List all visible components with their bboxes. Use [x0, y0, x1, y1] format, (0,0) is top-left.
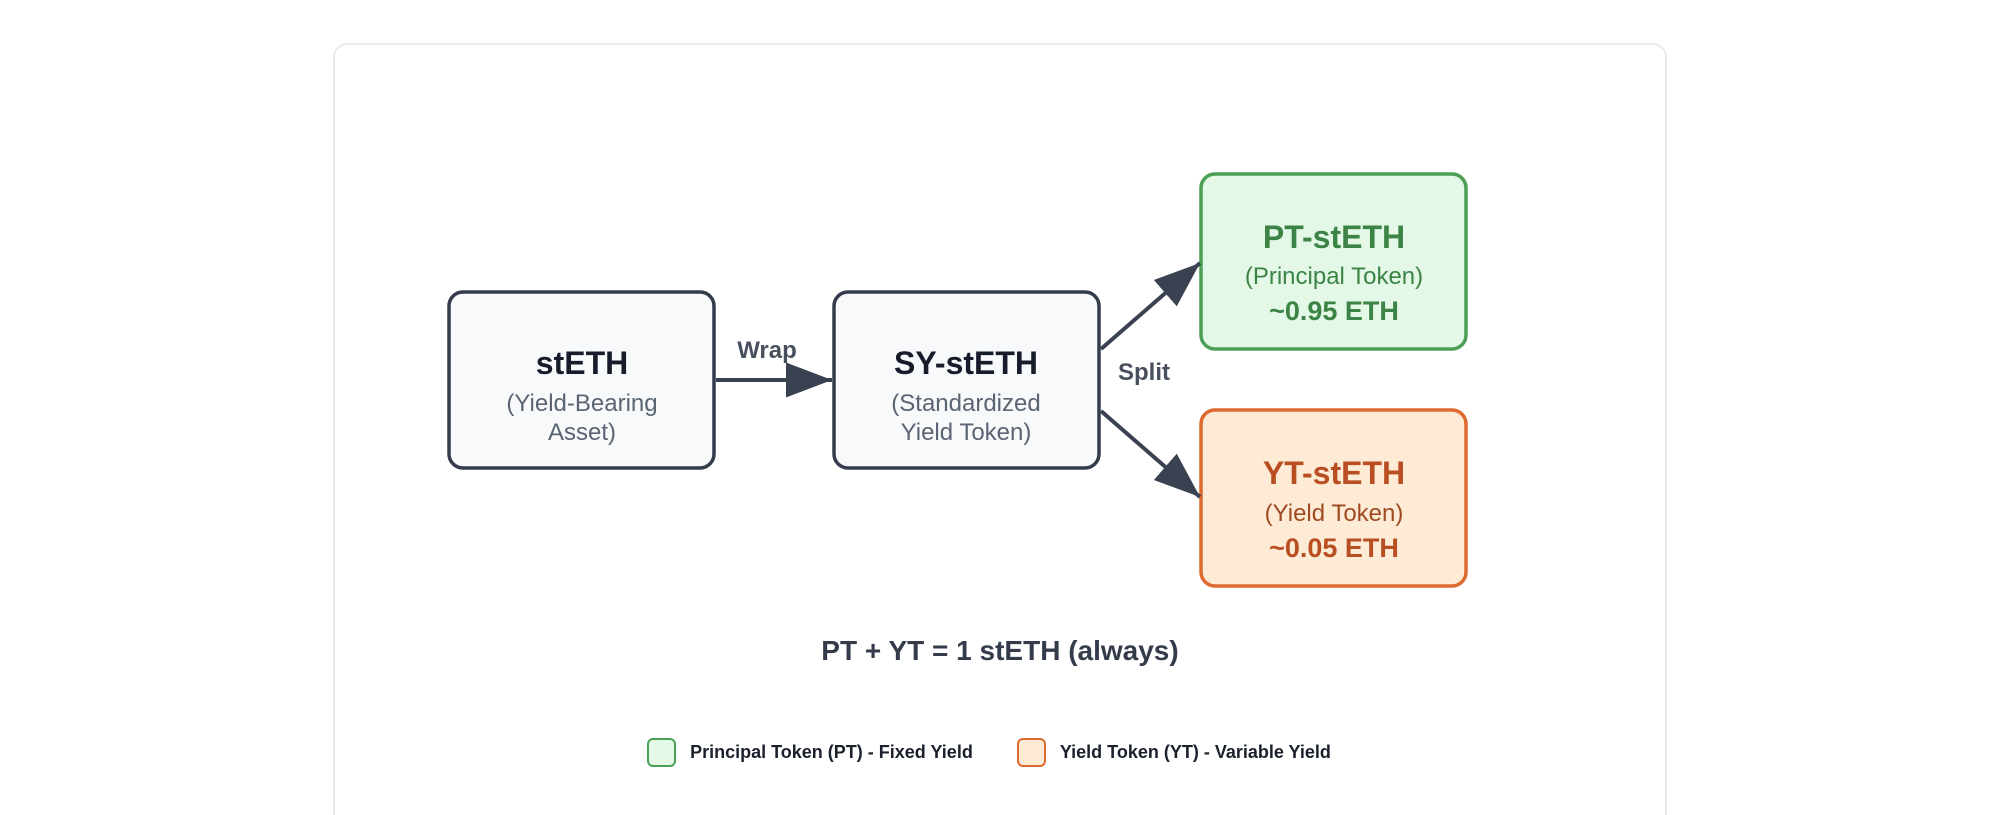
node-sy-steth: SY-stETH (Standardized Yield Token): [832, 290, 1101, 470]
node-steth-title: stETH: [536, 345, 628, 381]
wrap-label: Wrap: [737, 337, 797, 364]
node-sy-steth-subtitle-line2: Yield Token): [901, 419, 1032, 446]
node-pt-steth: PT-stETH (Principal Token) ~0.95 ETH: [1199, 172, 1468, 351]
split-label: Split: [1118, 359, 1170, 386]
legend-swatch-pt: [647, 738, 677, 767]
node-steth: stETH (Yield-Bearing Asset): [447, 290, 716, 470]
node-pt-steth-title: PT-stETH: [1263, 219, 1405, 255]
legend-label-yt: Yield Token (YT) - Variable Yield: [1059, 742, 1331, 762]
legend: Principal Token (PT) - Fixed Yield Yield…: [0, 738, 2000, 767]
node-yt-steth-value: ~0.05 ETH: [1269, 533, 1399, 563]
node-pt-steth-value: ~0.95 ETH: [1269, 296, 1399, 326]
legend-item-pt: Principal Token (PT) - Fixed Yield: [647, 738, 973, 767]
legend-item-yt: Yield Token (YT) - Variable Yield: [1016, 738, 1331, 767]
split-arrow-to-yt: [1099, 409, 1202, 499]
node-yt-steth: YT-stETH (Yield Token) ~0.05 ETH: [1199, 408, 1468, 588]
node-sy-steth-title: SY-stETH: [894, 345, 1038, 381]
node-steth-subtitle-line2: Asset): [548, 419, 616, 446]
node-steth-box: [447, 290, 716, 470]
split-arrow-to-pt: [1099, 261, 1202, 351]
node-yt-steth-subtitle: (Yield Token): [1265, 500, 1404, 527]
node-sy-steth-subtitle-line1: (Standardized: [891, 390, 1040, 417]
legend-swatch-yt: [1016, 738, 1046, 767]
node-yt-steth-box: [1199, 408, 1468, 588]
node-pt-steth-box: [1199, 172, 1468, 351]
equation-text: PT + YT = 1 stETH (always): [821, 635, 1178, 666]
legend-label-pt: Principal Token (PT) - Fixed Yield: [690, 742, 973, 762]
node-steth-subtitle-line1: (Yield-Bearing: [506, 390, 657, 417]
node-sy-steth-box: [832, 290, 1101, 470]
node-yt-steth-title: YT-stETH: [1263, 455, 1405, 491]
node-pt-steth-subtitle: (Principal Token): [1245, 263, 1423, 290]
